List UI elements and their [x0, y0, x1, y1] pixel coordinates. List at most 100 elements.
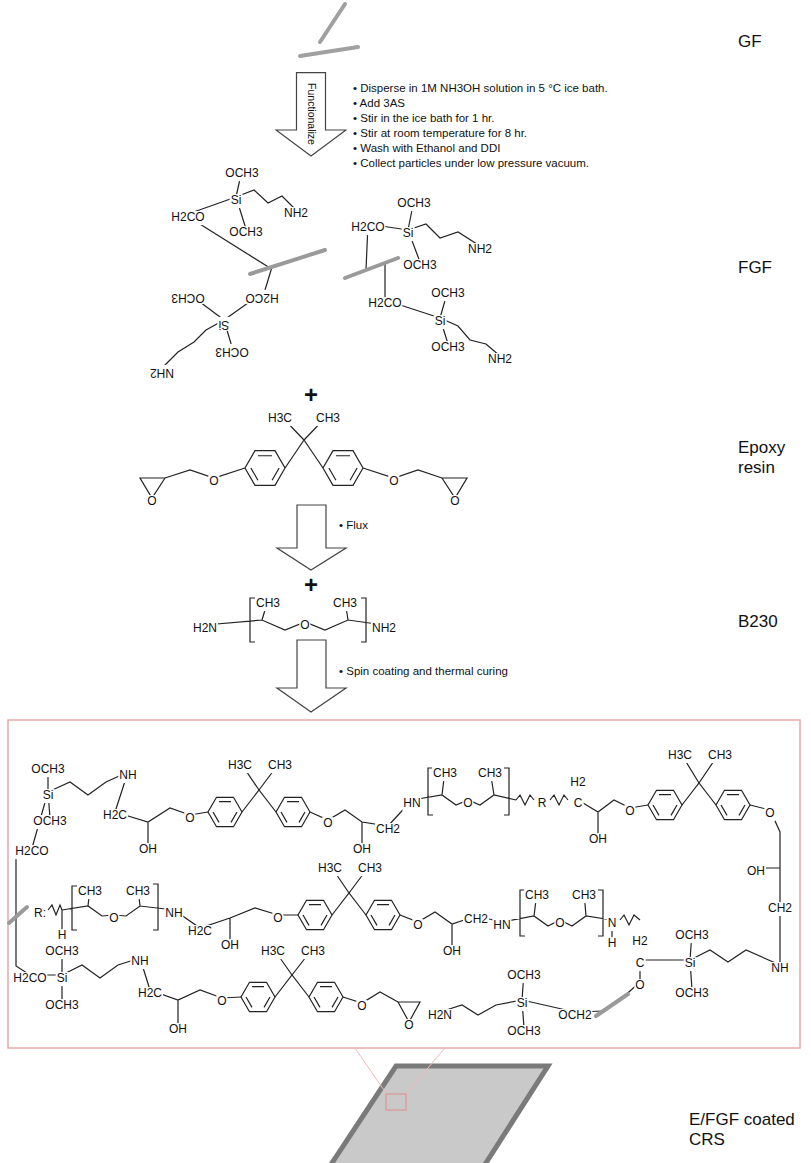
atom-label: NH2	[283, 207, 309, 221]
stage-label: FGF	[737, 258, 773, 278]
atom-label: O	[634, 979, 645, 993]
benzene-ring	[323, 451, 363, 486]
atom-label: N	[607, 917, 618, 931]
graphene-flake	[9, 907, 628, 1016]
atom-label: O	[462, 797, 473, 811]
step-note: • Stir at room temperature for 8 hr.	[352, 127, 528, 140]
atom-label: O	[184, 812, 195, 826]
atom-label: CH3	[707, 749, 733, 763]
atom-label: OH	[168, 1023, 188, 1037]
graphene-flake	[300, 4, 358, 56]
benzene-ring	[276, 797, 310, 826]
atom-label: OCH3	[430, 341, 465, 355]
atom-label: CH3	[524, 889, 550, 903]
atom-label: O	[624, 805, 635, 819]
atom-label: R	[537, 797, 548, 811]
atom-label: H	[57, 929, 68, 943]
atom-label: NH	[118, 769, 137, 783]
atom-label: O	[108, 912, 119, 926]
atom-label: H3C	[667, 749, 693, 763]
atom-label: OCH2	[557, 1009, 592, 1023]
atom-label: H2CO	[170, 211, 205, 225]
stage-label: B230	[737, 612, 779, 632]
atom-label: NH	[770, 962, 789, 976]
atom-label: OH	[588, 833, 608, 847]
atom-label: O	[299, 619, 310, 633]
atom-label: Si	[42, 789, 55, 803]
atom-label: Si	[56, 972, 69, 986]
atom-label: OCH3	[214, 344, 249, 358]
atom-label: OCH3	[506, 1025, 541, 1039]
atom-label: O	[146, 495, 157, 509]
zoom-box	[8, 720, 800, 1048]
plus-sign: +	[303, 571, 319, 599]
atom-label: CH3	[477, 767, 503, 781]
atom-label: CH3	[571, 889, 597, 903]
atom-label: NH	[130, 955, 149, 969]
atom-label: NH2	[371, 622, 397, 636]
fgf-bonds	[162, 170, 500, 368]
atom-label: NH2	[487, 353, 513, 367]
atom-label: NH2	[149, 365, 175, 379]
atom-label: H2C	[102, 809, 128, 823]
atom-label: H2	[631, 935, 648, 949]
atom-label: O	[449, 495, 460, 509]
step-note: • Disperse in 1M NH3OH solution in 5 °C …	[352, 82, 609, 95]
atom-label: Si	[230, 194, 243, 208]
atom-label: OCH3	[674, 987, 709, 1001]
benzene-ring	[208, 797, 242, 826]
b230-bonds	[205, 598, 384, 642]
atom-label: CH3	[77, 885, 103, 899]
atom-label: CH2	[463, 913, 489, 927]
atom-label: O	[764, 807, 775, 821]
step-note: • Wash with Ethanol and DDI	[352, 142, 501, 155]
atom-label: CH2	[375, 823, 401, 837]
atom-label: H2C	[187, 925, 213, 939]
step-note: • Collect particles under low pressure v…	[352, 157, 590, 170]
stage-label: GF	[737, 32, 763, 52]
step-label: Functionalize	[305, 83, 317, 145]
atom-label: OH	[138, 843, 158, 857]
stage-label: Epoxy resin	[737, 438, 801, 477]
atom-label: CH3	[332, 597, 358, 611]
atom-label: OCH3	[44, 999, 79, 1013]
atom-label: H3C	[267, 412, 293, 426]
atom-label: OCH3	[228, 226, 263, 240]
block-arrow: Functionalize	[275, 72, 347, 158]
step-note: • Spin coating and thermal curing	[338, 665, 509, 678]
step-note: • Add 3AS	[352, 97, 406, 110]
atom-label: OH	[442, 945, 462, 959]
atom-label: OCH3	[30, 763, 65, 777]
atom-label: R:	[33, 907, 47, 921]
zoom-spot	[386, 1094, 406, 1110]
atom-label: H2CO	[350, 221, 385, 235]
network-bonds	[16, 752, 780, 1028]
atom-label: CH3	[315, 412, 341, 426]
atom-label: OH	[352, 843, 372, 857]
benzene-ring	[648, 790, 682, 819]
atom-label: O	[554, 917, 565, 931]
atom-label: O	[403, 1019, 414, 1033]
block-arrow	[277, 505, 346, 570]
atom-label: OH	[746, 865, 766, 879]
atom-label: OCH3	[402, 259, 437, 273]
atom-label: OCH3	[44, 945, 79, 959]
atom-label: H2	[569, 776, 586, 790]
atom-label: O	[356, 1000, 367, 1014]
atom-label: CH3	[357, 862, 383, 876]
steel-plate	[330, 1066, 548, 1163]
atom-label: OCH3	[430, 287, 465, 301]
atom-label: H2CO	[14, 845, 49, 859]
block-arrow	[277, 640, 346, 712]
atom-label: HN	[402, 797, 421, 811]
atom-label: CH3	[432, 767, 458, 781]
atom-label: NH	[164, 907, 183, 921]
atom-label: H2CO	[12, 972, 47, 986]
atom-label: O	[272, 912, 283, 926]
atom-label: H2N	[192, 622, 218, 636]
atom-label: H3C	[260, 945, 286, 959]
block-arrow-shape	[276, 73, 346, 156]
benzene-ring	[298, 900, 332, 929]
atom-label: OCH3	[224, 167, 259, 181]
atom-label: CH2	[767, 902, 793, 916]
